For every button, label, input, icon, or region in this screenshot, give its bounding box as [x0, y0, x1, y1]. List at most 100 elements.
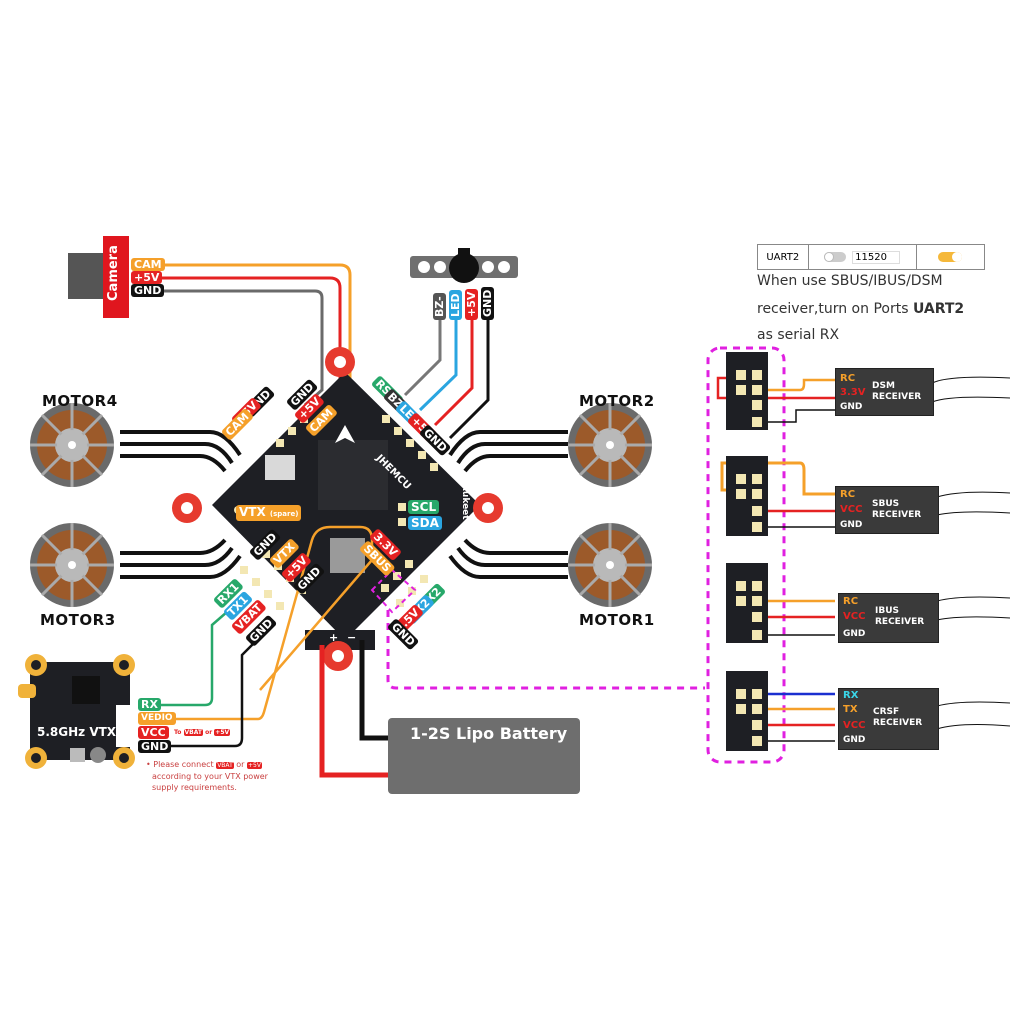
note-prefix: • Please connect — [146, 760, 214, 769]
logo-arrow — [335, 425, 355, 443]
buzzer-pin-bz: BZ- — [433, 293, 446, 320]
board-rotated-text: Rukeet — [460, 484, 470, 520]
connector-jst — [265, 455, 295, 480]
power-minus-label: − — [347, 631, 357, 644]
vtx-label: 5.8GHz VTX — [37, 725, 117, 739]
power-plus-label: + — [329, 631, 339, 644]
note-5v: +5V — [247, 762, 262, 769]
buzzer-pin-led: LED — [449, 290, 462, 320]
pad-label-scl: SCL — [408, 500, 440, 514]
uart-note-line-1: When use SBUS/IBUS/DSM — [757, 273, 943, 289]
sbus-pin-vcc: VCC — [840, 504, 863, 515]
vtx-power-note: • Please connect VBAT or +5V according t… — [146, 759, 268, 793]
wire-buz-gnd — [448, 320, 490, 440]
vtx-pin-gnd: GND — [138, 740, 172, 753]
note-line-1: • Please connect VBAT or +5V — [146, 759, 268, 771]
motor2-label: MOTOR2 — [579, 392, 655, 410]
toggle-on[interactable] — [938, 252, 963, 262]
camera-pin-gnd: GND — [131, 284, 165, 297]
ibus-pin-vcc: VCC — [843, 611, 866, 622]
crsf-name-1: CRSF — [873, 707, 900, 717]
pad-label-sda: SDA — [408, 516, 442, 530]
dsm-name-2: RECEIVER — [872, 392, 922, 402]
toggle-off[interactable] — [824, 252, 847, 262]
uart-enable-cell — [917, 245, 984, 269]
uart-port-name: UART2 — [758, 245, 809, 269]
wire-battery-negative — [359, 640, 390, 741]
receiver-group-outline — [706, 346, 786, 764]
crsf-name-2: RECEIVER — [873, 718, 923, 728]
camera-module — [68, 236, 129, 318]
uart-baud-cell: 11520 — [809, 245, 917, 269]
flight-controller-board — [212, 372, 480, 650]
battery-label: 1-2S Lipo Battery — [410, 724, 568, 743]
wire-led — [418, 320, 458, 412]
buzzer-pin-gnd: GND — [481, 286, 494, 320]
wire-rx1 — [148, 604, 236, 707]
motor3-wires — [120, 538, 242, 579]
motor1-wires — [448, 538, 568, 579]
ibus-pin-rc: RC — [843, 596, 859, 607]
motor4-wires — [120, 430, 242, 473]
camera-pin-cam: CAM — [131, 258, 165, 271]
uart-settings-row: UART2 11520 — [757, 244, 985, 270]
sbus-pin-gnd: GND — [840, 520, 863, 530]
vtx-spare-text: VTX — [239, 505, 266, 519]
vcc-hint-vbat: VBAT — [183, 729, 204, 736]
buzzer-module — [410, 248, 518, 283]
vtx-pin-rx: RX — [138, 698, 161, 711]
wire-buz-5v — [433, 320, 474, 427]
sbus-name-1: SBUS — [872, 499, 900, 509]
note-vbat: VBAT — [216, 762, 234, 769]
mcu-chip — [318, 440, 388, 510]
note2-prefix: receiver,turn on Ports — [757, 301, 913, 317]
crsf-pin-vcc: VCC — [843, 720, 866, 731]
crsf-pin-rx: RX — [843, 690, 859, 701]
ibus-pin-gnd: GND — [843, 629, 866, 639]
receiver-antennas — [931, 376, 1011, 730]
uart-note-line-3: as serial RX — [757, 327, 840, 343]
buzzer-pin-5v: +5V — [465, 288, 478, 320]
ibus-name-2: RECEIVER — [875, 617, 925, 627]
vcc-hint-prefix: To — [174, 729, 182, 736]
vcc-hint-5v: +5V — [214, 729, 231, 736]
note-line-2: according to your VTX power — [152, 772, 268, 781]
uart-note-line-2: receiver,turn on Ports UART2 — [757, 300, 964, 318]
crsf-pin-gnd: GND — [843, 735, 866, 745]
motor1-label: MOTOR1 — [579, 611, 655, 629]
camera-pin-5v: +5V — [131, 271, 163, 284]
dsm-name-1: DSM — [872, 381, 895, 391]
wire-vtx-video — [148, 525, 374, 721]
camera-label: Camera — [106, 245, 121, 301]
motor4-label: MOTOR4 — [42, 392, 118, 410]
wire-vtx-gnd — [148, 634, 263, 748]
sbus-name-2: RECEIVER — [872, 510, 922, 520]
crsf-pin-tx: TX — [843, 704, 858, 715]
vtx-vcc-hint: To VBAT or +5V — [174, 729, 231, 736]
wire-cam-5v — [160, 276, 342, 407]
vtx-pin-vcc: VCC — [138, 726, 169, 739]
note-or: or — [236, 760, 245, 769]
wire-battery-positive — [319, 645, 390, 778]
baud-input[interactable]: 11520 — [852, 250, 900, 264]
vtx-pin-video: VEDIO — [138, 712, 176, 725]
wire-cam-gnd — [160, 289, 324, 407]
vtx-spare-sub: (spare) — [269, 510, 299, 518]
inductor — [330, 538, 365, 573]
wire-cam — [160, 263, 352, 406]
vcc-hint-or: or — [205, 729, 213, 736]
ibus-name-1: IBUS — [875, 606, 899, 616]
uart2-link-path — [386, 610, 705, 690]
wire-bz — [403, 320, 442, 397]
note-line-3: supply requirements. — [152, 783, 237, 792]
